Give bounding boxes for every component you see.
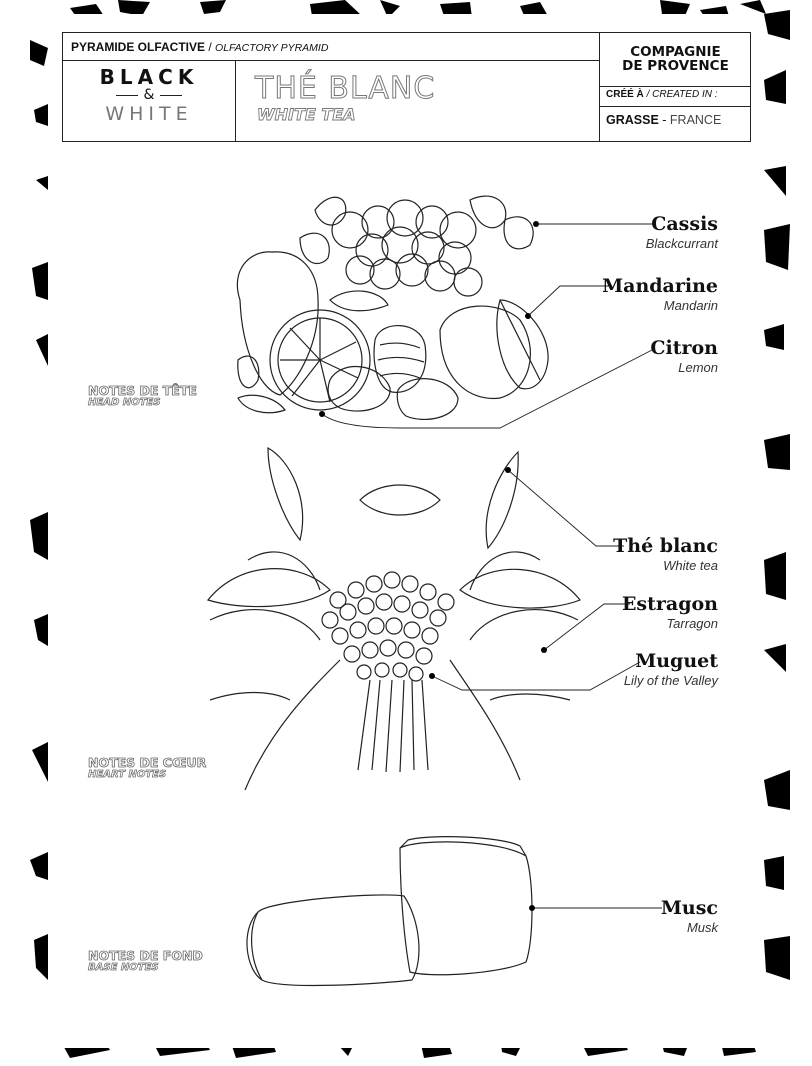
created-in-label: CRÉÉ À / CREATED IN : — [606, 89, 718, 100]
header-divider — [599, 106, 750, 107]
note-name-en: Mandarin — [663, 298, 718, 313]
musk-illustration — [246, 836, 533, 987]
pyramid-sheet — [48, 14, 762, 1048]
note-name-en: Blackcurrant — [645, 236, 718, 251]
section-label-en: HEAD NOTES — [88, 397, 161, 409]
note-name-fr: Citron — [650, 337, 718, 359]
created-in-fr: CRÉÉ À — [606, 89, 644, 100]
note-name-fr: Cassis — [651, 213, 718, 235]
note-mandarine: Mandarine Mandarin — [602, 275, 718, 315]
header-divider — [63, 60, 599, 61]
fruit-illustration — [236, 195, 549, 420]
pyramid-title-sep: / — [205, 40, 216, 54]
origin-sep: - — [658, 113, 670, 127]
section-label-fr: NOTES DE CŒUR — [88, 755, 207, 770]
note-name-en: Lily of the Valley — [623, 673, 718, 688]
section-label-heart: NOTES DE CŒUR HEART NOTES — [88, 755, 207, 781]
section-label-head: NOTES DE TÊTE HEAD NOTES — [88, 383, 198, 409]
collection-logo-black: BLACK — [99, 65, 199, 89]
note-muguet: Muguet Lily of the Valley — [624, 650, 718, 690]
collection-logo-amp-text: & — [143, 87, 155, 103]
header-divider — [235, 60, 236, 141]
brand-logo: COMPAGNIE DE PROVENCE — [600, 45, 751, 73]
section-label-en: BASE NOTES — [88, 962, 159, 974]
collection-logo-amp: & — [63, 87, 235, 103]
note-name-en: Musk — [686, 920, 718, 935]
header-divider — [599, 33, 600, 141]
note-estragon: Estragon Tarragon — [622, 593, 718, 633]
created-in-en: / CREATED IN : — [643, 89, 718, 100]
origin-location: GRASSE - FRANCE — [606, 113, 721, 127]
origin-city: GRASSE — [606, 113, 659, 127]
note-name-fr: Muguet — [635, 650, 718, 672]
pyramid-title: PYRAMIDE OLFACTIVE / OLFACTORY PYRAMID — [71, 40, 328, 54]
note-name-fr: Estragon — [621, 593, 718, 615]
note-musc: Musc Musk — [661, 897, 718, 937]
section-label-fr: NOTES DE FOND — [88, 948, 204, 963]
pyramid-title-fr: PYRAMIDE OLFACTIVE — [71, 40, 206, 54]
section-label-en: HEART NOTES — [88, 769, 167, 781]
pyramid-title-en: OLFACTORY PYRAMID — [215, 42, 329, 54]
note-name-en: Lemon — [678, 360, 718, 375]
note-cassis: Cassis Blackcurrant — [646, 213, 718, 253]
note-name-fr: Mandarine — [602, 275, 718, 297]
note-name-fr: Musc — [660, 897, 718, 919]
origin-country: FRANCE — [669, 113, 722, 127]
fragrance-name-en: WHITE TEA — [257, 105, 357, 125]
note-name-en: Tarragon — [666, 616, 718, 631]
brand-line-2: DE PROVENCE — [622, 58, 729, 74]
note-name-en: White tea — [663, 558, 718, 573]
header-divider — [599, 86, 750, 87]
note-citron: Citron Lemon — [650, 337, 718, 377]
section-label-base: NOTES DE FOND BASE NOTES — [88, 948, 204, 974]
fragrance-name-fr: THÉ BLANC — [254, 71, 436, 107]
collection-logo: BLACK & WHITE — [63, 67, 235, 125]
note-name-fr: Thé blanc — [613, 535, 718, 557]
collection-logo-white: WHITE — [105, 103, 193, 125]
herbal-illustration — [206, 446, 581, 791]
note-the-blanc: Thé blanc White tea — [613, 535, 718, 575]
section-label-fr: NOTES DE TÊTE — [88, 383, 198, 398]
header-box: PYRAMIDE OLFACTIVE / OLFACTORY PYRAMID B… — [62, 32, 751, 142]
brand-line-1: COMPAGNIE — [630, 44, 721, 60]
